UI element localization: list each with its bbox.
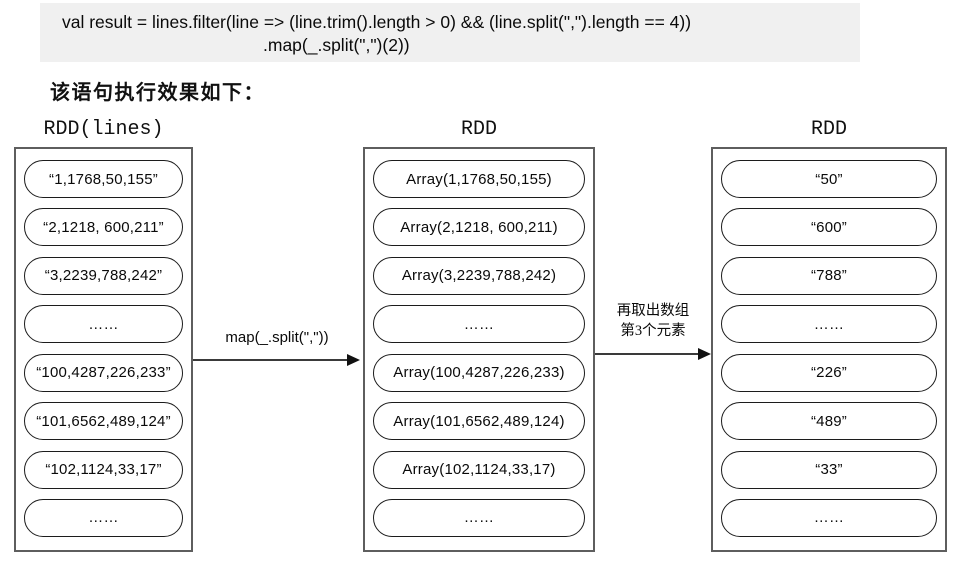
rdd-element: ……	[721, 498, 937, 537]
arrow-head-icon	[698, 348, 711, 360]
rdd-element: “101,6562,489,124”	[24, 402, 183, 441]
code-line-2: .map(_.split(",")(2))	[263, 35, 410, 55]
extract-arrow	[595, 347, 711, 361]
rdd-result-box: “50” “600” “788” …… “226” “489” “33” ……	[711, 147, 947, 552]
rdd-element: “1,1768,50,155”	[24, 160, 183, 198]
rdd-element: “2,1218, 600,211”	[24, 208, 183, 247]
rdd-element: Array(2,1218, 600,211)	[373, 208, 585, 247]
code-block: val result = lines.filter(line => (line.…	[40, 3, 860, 62]
rdd-element: ……	[373, 498, 585, 537]
column-header-rdd-right: RDD	[810, 118, 847, 141]
rdd-arrays-box: Array(1,1768,50,155) Array(2,1218, 600,21…	[363, 147, 595, 552]
rdd-lines-box: “1,1768,50,155” “2,1218, 600,211” “3,2239,…	[14, 147, 193, 552]
map-arrow	[193, 353, 360, 367]
rdd-element: ……	[721, 305, 937, 344]
rdd-element: “788”	[721, 256, 937, 295]
column-header-rdd-lines: RDD(lines)	[43, 118, 164, 141]
rdd-element: “3,2239,788,242”	[24, 256, 183, 295]
rdd-element: Array(3,2239,788,242)	[373, 256, 585, 295]
rdd-element: “226”	[721, 353, 937, 392]
extract-arrow-label-line2: 第3个元素	[620, 323, 686, 339]
arrow-head-icon	[347, 354, 360, 366]
rdd-element: Array(1,1768,50,155)	[373, 160, 585, 198]
rdd-element: ……	[24, 498, 183, 537]
rdd-element: “489”	[721, 402, 937, 441]
rdd-element: ……	[24, 305, 183, 344]
rdd-element: “100,4287,226,233”	[24, 353, 183, 392]
rdd-element: Array(102,1124,33,17)	[373, 450, 585, 489]
arrow-line	[193, 359, 351, 361]
rdd-element: “600”	[721, 208, 937, 247]
rdd-element: Array(100,4287,226,233)	[373, 353, 585, 392]
rdd-element: Array(101,6562,489,124)	[373, 402, 585, 441]
extract-arrow-label-line1: 再取出数组	[616, 303, 690, 319]
map-arrow-label: map(_.split(","))	[225, 329, 329, 346]
rdd-element: “50”	[721, 160, 937, 198]
arrow-line	[595, 353, 702, 355]
rdd-element: “33”	[721, 450, 937, 489]
rdd-element: “102,1124,33,17”	[24, 450, 183, 489]
rdd-element: ……	[373, 305, 585, 344]
extract-arrow-label: 再取出数组 第3个元素	[598, 301, 708, 341]
column-header-rdd-middle: RDD	[460, 118, 497, 141]
code-line-1: val result = lines.filter(line => (line.…	[62, 12, 692, 32]
caption-text: 该语句执行效果如下：	[50, 82, 265, 104]
